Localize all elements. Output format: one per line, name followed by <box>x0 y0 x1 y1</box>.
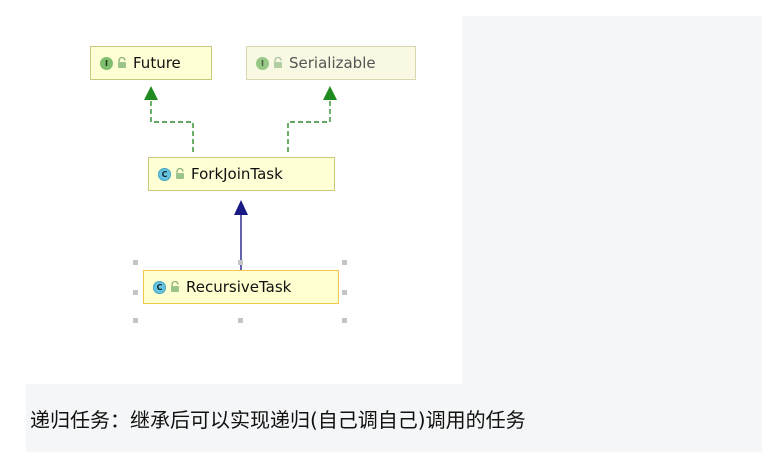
lock-icon <box>273 57 283 69</box>
lock-icon <box>175 168 185 180</box>
arrowhead-future <box>144 86 158 100</box>
caption-text: 递归任务：继承后可以实现递归(自己调自己)调用的任务 <box>30 408 526 432</box>
selection-handle[interactable] <box>342 318 347 323</box>
edge-forkjointask-future <box>150 100 194 152</box>
selection-handle[interactable] <box>133 318 138 323</box>
selection-handle[interactable] <box>238 260 243 265</box>
node-label: RecursiveTask <box>186 278 292 296</box>
node-label: Serializable <box>289 54 376 72</box>
caption-background <box>26 384 762 452</box>
class-icon: C <box>153 280 166 294</box>
arrowhead-serializable <box>323 86 337 100</box>
node-label: ForkJoinTask <box>191 165 283 183</box>
class-icon: C <box>158 167 171 181</box>
node-serializable[interactable]: I Serializable <box>246 46 416 80</box>
selection-handle[interactable] <box>238 318 243 323</box>
edge-forkjointask-serializable <box>287 100 331 152</box>
background-panel <box>462 16 762 384</box>
node-recursivetask[interactable]: C RecursiveTask <box>143 270 339 304</box>
lock-icon <box>170 281 180 293</box>
interface-icon: I <box>256 56 269 70</box>
selection-handle[interactable] <box>342 290 347 295</box>
node-future[interactable]: I Future <box>90 46 212 80</box>
arrowhead-forkjointask <box>234 200 248 215</box>
node-forkjointask[interactable]: C ForkJoinTask <box>148 157 335 191</box>
selection-handle[interactable] <box>133 260 138 265</box>
node-label: Future <box>133 54 181 72</box>
selection-handle[interactable] <box>342 260 347 265</box>
lock-icon <box>117 57 127 69</box>
interface-icon: I <box>100 56 113 70</box>
selection-handle[interactable] <box>133 290 138 295</box>
